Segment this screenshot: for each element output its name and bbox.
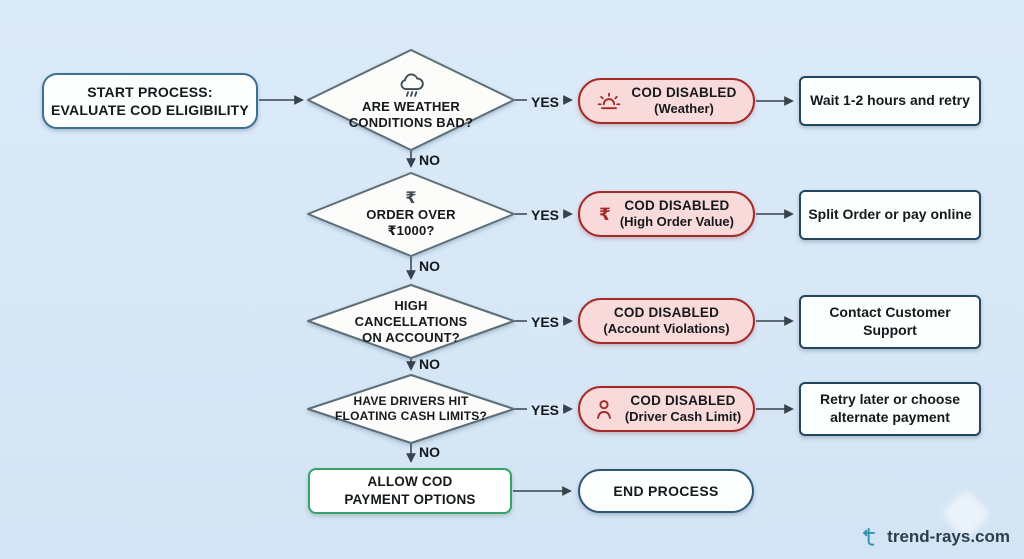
decision-diamond [307, 172, 515, 257]
action-box: Contact Customer Support [799, 295, 981, 349]
decision-cancellations: HIGH CANCELLATIONS ON ACCOUNT? [308, 287, 514, 357]
action-label: Split Order or pay online [808, 206, 972, 223]
allow-cod-label: ALLOW COD PAYMENT OPTIONS [344, 474, 476, 507]
pill-subtitle: (Account Violations) [603, 321, 730, 337]
action-box: Retry later or choose alternate payment [799, 382, 981, 436]
sunrise-icon [596, 90, 622, 112]
pill-title: COD DISABLED [630, 393, 736, 409]
decision-order-value: ₹ ORDER OVER ₹1000? [308, 176, 514, 254]
start-node: START PROCESS: EVALUATE COD ELIGIBILITY [42, 73, 258, 129]
cod-disabled-pill: COD DISABLED (Driver Cash Limit) [578, 386, 755, 432]
action-label: Contact Customer Support [829, 304, 951, 338]
pill-subtitle: (High Order Value) [619, 214, 734, 230]
yes-label: YES [527, 313, 563, 331]
decision-driver-limits: HAVE DRIVERS HIT FLOATING CASH LIMITS? [308, 377, 514, 441]
decision-diamonds [307, 49, 515, 444]
yes-label: YES [527, 401, 563, 419]
decision-weather: ARE WEATHER CONDITIONS BAD? [308, 52, 514, 148]
rupee-icon: ₹ [599, 204, 611, 224]
brand-footer: trend-rays.com [860, 526, 1010, 548]
yes-label: YES [527, 206, 563, 224]
pill-subtitle: (Weather) [654, 101, 714, 117]
no-label: NO [419, 356, 440, 372]
yes-label: YES [527, 93, 563, 111]
decision-question: HAVE DRIVERS HIT FLOATING CASH LIMITS? [335, 394, 487, 423]
rupee-icon: ₹ [405, 189, 417, 207]
end-node: END PROCESS [578, 469, 754, 513]
pill-title: COD DISABLED [631, 85, 737, 101]
action-label: Wait 1-2 hours and retry [810, 92, 970, 109]
decision-question: HIGH CANCELLATIONS ON ACCOUNT? [354, 297, 468, 346]
end-label: END PROCESS [613, 483, 719, 499]
action-box: Split Order or pay online [799, 190, 981, 240]
decision-question: ARE WEATHER CONDITIONS BAD? [348, 98, 474, 130]
action-label: Retry later or choose alternate payment [819, 391, 961, 425]
cod-disabled-pill: COD DISABLED (Weather) [578, 78, 755, 124]
rain-cloud-icon [397, 69, 425, 99]
no-label: NO [419, 258, 440, 274]
action-box: Wait 1-2 hours and retry [799, 76, 981, 126]
cod-disabled-pill: COD DISABLED (Account Violations) [578, 298, 755, 344]
start-label: START PROCESS: EVALUATE COD ELIGIBILITY [51, 83, 249, 118]
no-label: NO [419, 152, 440, 168]
decision-diamond [307, 374, 515, 444]
no-label: NO [419, 444, 440, 460]
person-icon [592, 397, 616, 421]
decision-diamond [307, 49, 515, 151]
pill-subtitle: (Driver Cash Limit) [624, 409, 742, 425]
decision-diamond [307, 284, 515, 359]
pill-title: COD DISABLED [624, 198, 730, 214]
decision-question: ORDER OVER ₹1000? [366, 206, 456, 238]
cod-disabled-pill: ₹ COD DISABLED (High Order Value) [578, 191, 755, 237]
brand-name: trend-rays.com [887, 527, 1010, 546]
brand-logo-icon [860, 526, 880, 548]
allow-cod-box: ALLOW COD PAYMENT OPTIONS [308, 468, 512, 514]
pill-title: COD DISABLED [613, 305, 720, 321]
